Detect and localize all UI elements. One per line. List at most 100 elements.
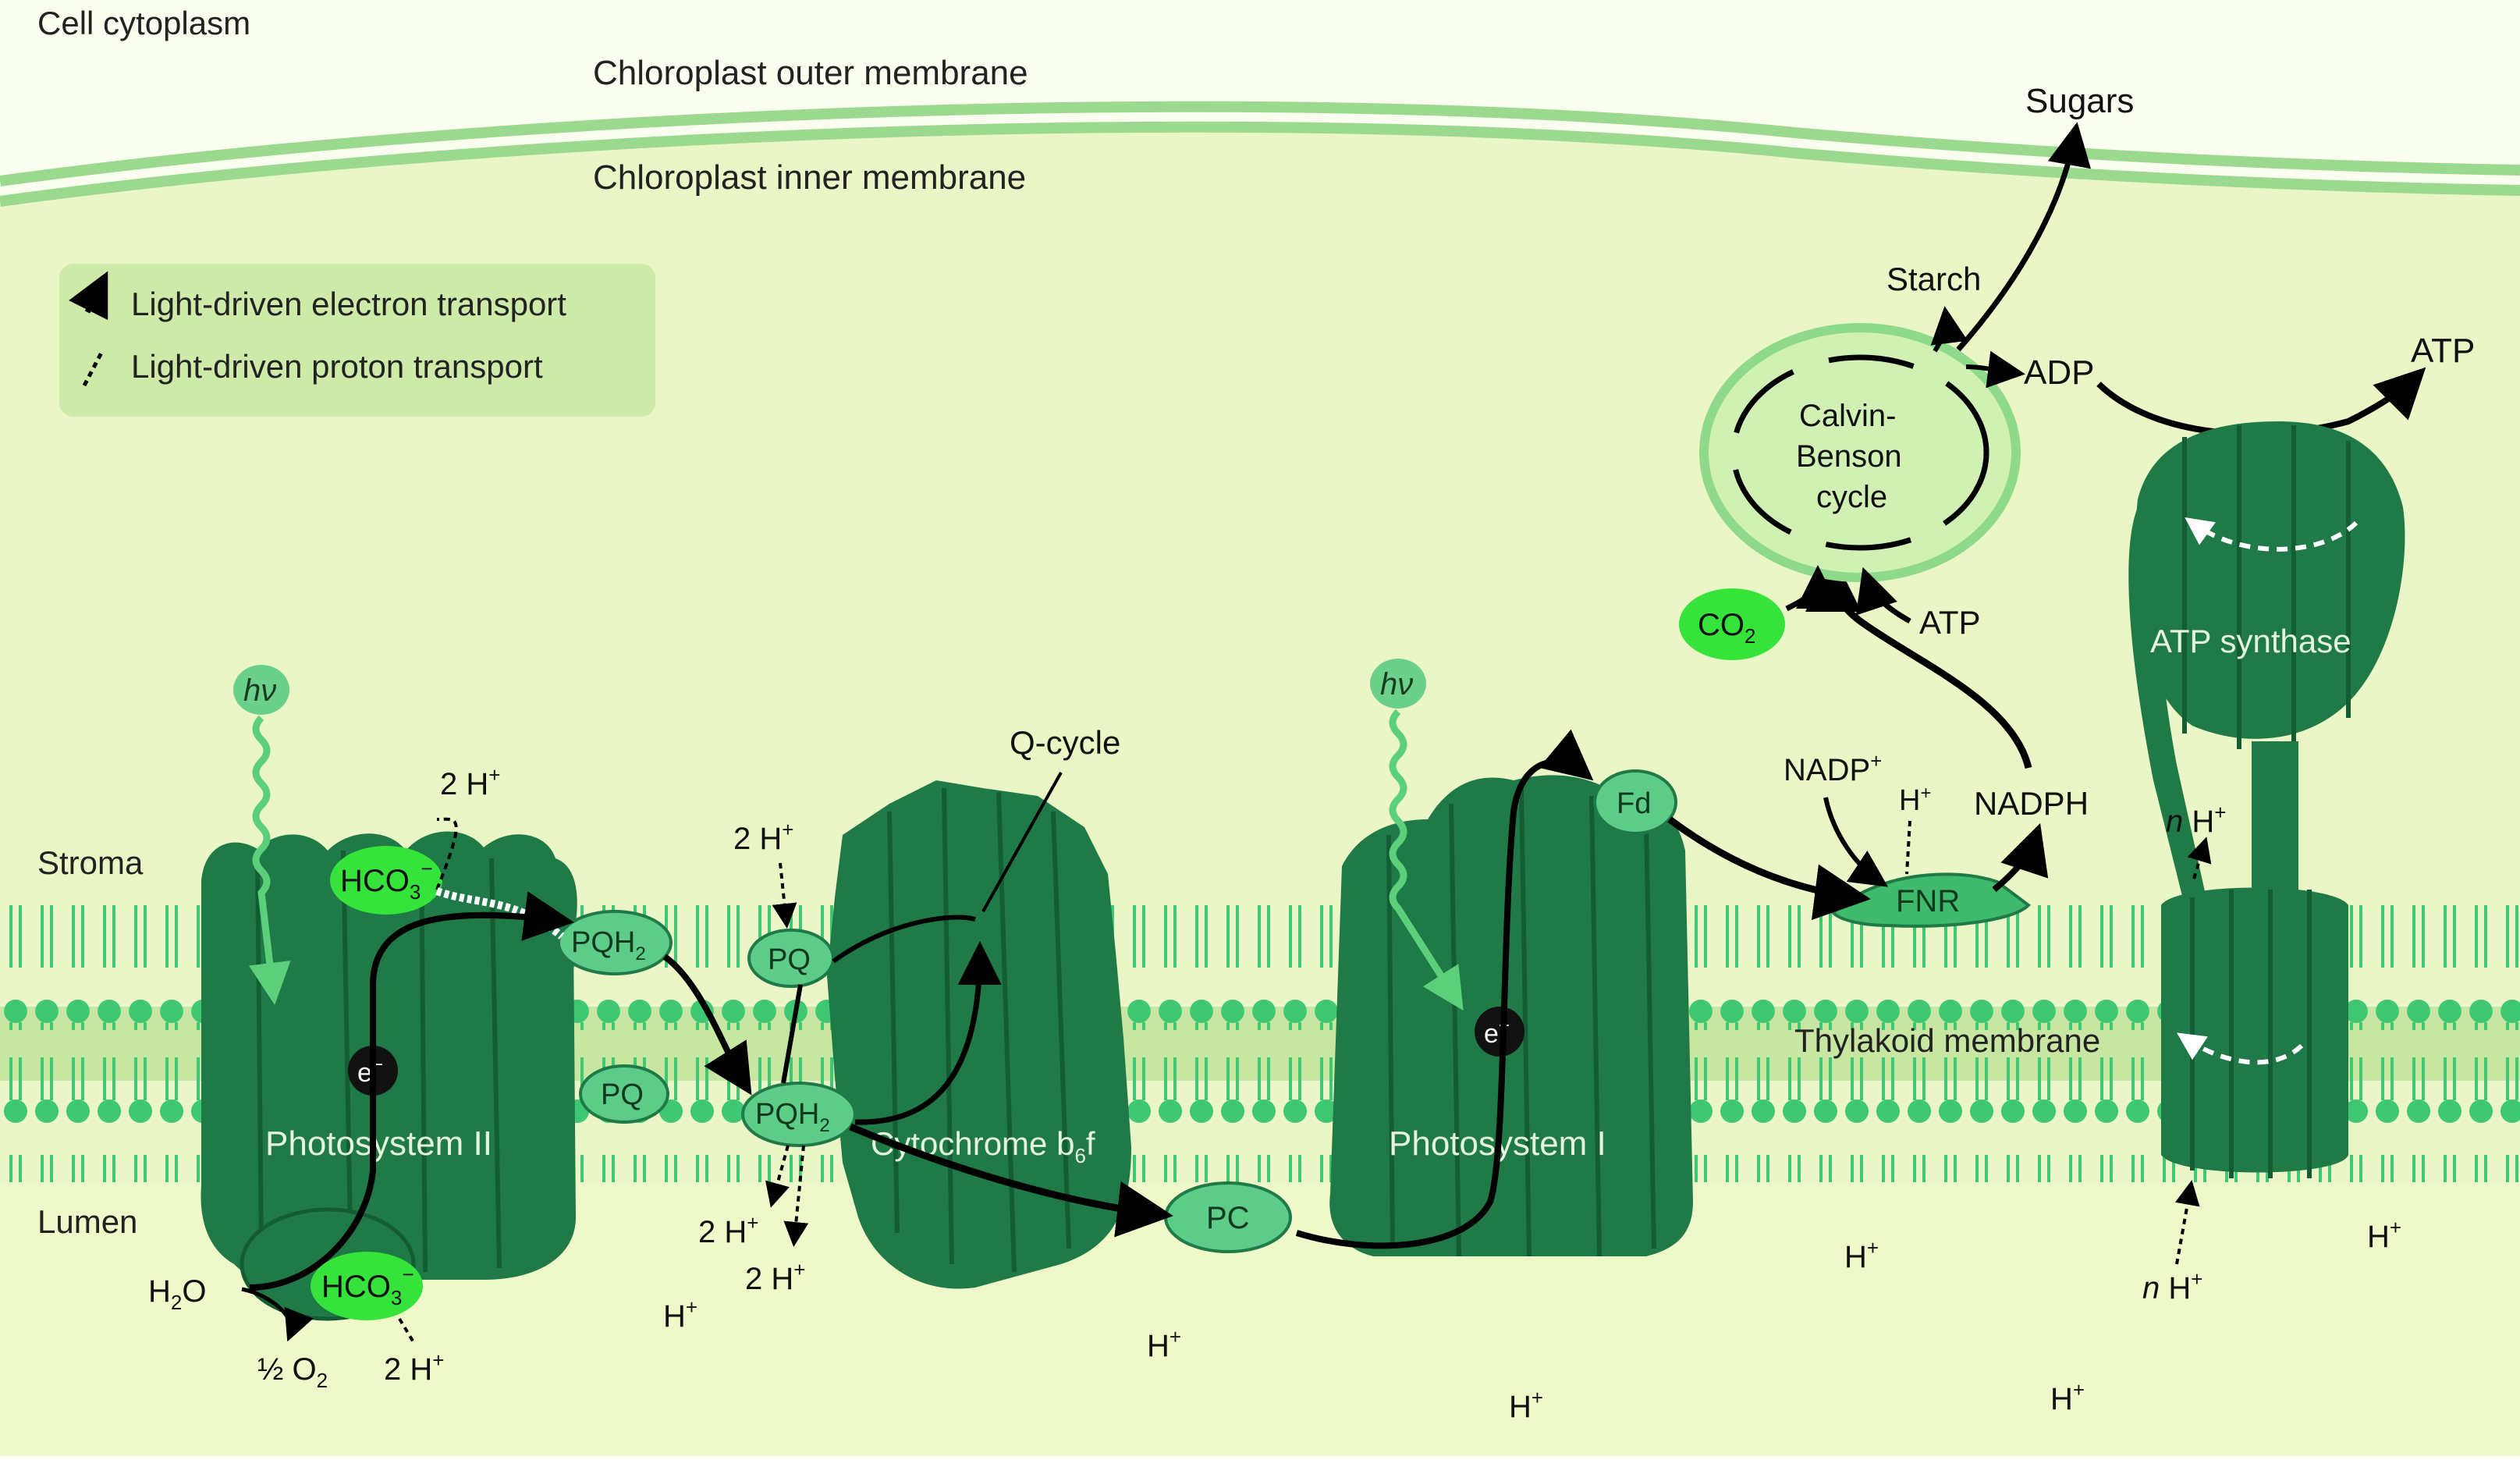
pq-cytb6f-label: PQ	[768, 943, 811, 976]
calvin-inner-ring	[1730, 354, 1989, 551]
proton-arrow-icon	[82, 351, 104, 387]
calvin-to-starch-arrow	[1930, 306, 1968, 353]
water-split-arrow	[241, 1287, 314, 1342]
legend-box	[59, 264, 655, 417]
hco3-lumenal-label: HCO3−	[321, 1263, 414, 1309]
qcycle-loop-arrow	[854, 941, 1002, 1125]
pqh2-ps2	[557, 910, 673, 975]
lumen-proton-2: H+	[1147, 1325, 1181, 1363]
lumen-label: Lumen	[37, 1203, 137, 1240]
cytochrome-b6f: Cytochrome b6f	[827, 780, 1131, 1289]
cytb6f-2h-bottom-right: 2 H+	[745, 1258, 805, 1296]
atp-synthase: ATP synthase	[2128, 421, 2405, 1178]
ps2-label: Photosystem II	[265, 1124, 492, 1163]
atp-synthase-label: ATP synthase	[2150, 623, 2351, 659]
cytb6f-to-pc-arrow	[849, 1123, 1173, 1238]
ferredoxin	[1593, 769, 1677, 835]
outer-membrane-label: Chloroplast outer membrane	[593, 54, 1028, 92]
co2-bubble	[1679, 588, 1785, 660]
calvin-to-sugars-arrow	[1956, 122, 2092, 352]
half-o2-label: ½ O2	[257, 1352, 328, 1392]
lumen-proton-4: H+	[1844, 1236, 1879, 1274]
calvin-benson-cycle: Calvin- Benson cycle	[1699, 323, 2021, 582]
proton-dashed-ps2-top	[435, 817, 458, 890]
adp-label: ADP	[2024, 353, 2094, 392]
ps2-hv-badge	[233, 665, 289, 715]
plastocyanin-label: PC	[1206, 1201, 1250, 1235]
lumen-proton-6: H+	[2367, 1216, 2401, 1254]
legend: Light-driven electron transport Light-dr…	[59, 264, 655, 417]
pqh2-shuttle-arrow	[662, 954, 752, 1096]
fnr-to-nadph-arrow	[1992, 822, 2049, 893]
qcycle-label: Q-cycle	[1010, 724, 1120, 761]
pqh2-ps2-label: PQH2	[571, 926, 646, 964]
co2-label: CO2	[1698, 608, 1755, 648]
lumen-proton-5: H+	[2050, 1378, 2085, 1416]
fnr-label: FNR	[1896, 884, 1960, 918]
ps1-hv-label: hν	[1380, 667, 1413, 702]
fd-to-fnr-arrow	[1667, 816, 1871, 921]
ps1-light: hν	[1370, 659, 1464, 1011]
pq-to-pqh2-line	[781, 984, 803, 1084]
qcycle-return-arrow	[832, 915, 976, 964]
cytb6f-label: Cytochrome b6f	[871, 1125, 1095, 1167]
thylakoid-membrane-label: Thylakoid membrane	[1794, 1022, 2100, 1059]
ps1-light-squiggle	[1389, 709, 1464, 1011]
cytb6f-2h-top: 2 H+	[733, 818, 793, 856]
ps2-hv-label: hν	[243, 673, 276, 708]
hco3-stromal-bubble	[330, 846, 442, 915]
proton-dashed-fnr	[1905, 820, 1911, 875]
inner-membrane	[0, 121, 2520, 207]
pq-cytb6f	[747, 929, 835, 988]
ps2-2h-top: 2 H+	[440, 763, 500, 801]
atp-synthase-rotor	[2161, 887, 2348, 1173]
lumen-proton-1: H+	[663, 1295, 697, 1334]
atp-to-calvin-arrow	[1855, 567, 1911, 624]
h2o-label: H2O	[148, 1274, 206, 1314]
hco3-stromal: HCO3−	[330, 846, 442, 915]
inner-membrane-label: Chloroplast inner membrane	[593, 158, 1026, 197]
ps2-2h-bottom: 2 H+	[384, 1348, 444, 1387]
atp-synthase-central-stalk	[2252, 741, 2298, 897]
calvin-line3: cycle	[1816, 480, 1887, 514]
proton-dashed-ps2-bottom	[398, 1317, 415, 1344]
electron-arrow-icon	[69, 271, 108, 321]
calvin-to-adp-arrow	[1965, 350, 2025, 389]
cytb6f-body	[827, 780, 1131, 1289]
nadph-label: NADPH	[1974, 785, 2089, 822]
legend-electron-label: Light-driven electron transport	[131, 286, 566, 322]
stroma-label: Stroma	[37, 844, 144, 881]
fnr-h-label: H+	[1899, 783, 1931, 817]
sugars-label: Sugars	[2025, 82, 2134, 120]
proton-dashed-atp-top	[2187, 837, 2212, 879]
atp-top-label: ATP	[2411, 332, 2475, 370]
atp-calvin-label: ATP	[1919, 604, 1981, 641]
cytb6f-2h-bottom-left: 2 H+	[698, 1211, 758, 1249]
ferredoxin-label: Fd	[1617, 787, 1651, 820]
atp-synthase-nh-bottom: n H+	[2142, 1267, 2202, 1305]
ps2-light-squiggle	[248, 715, 291, 1005]
hco3-stromal-label: HCO3−	[340, 857, 433, 904]
pqh2-cytb6f	[741, 1082, 857, 1147]
pq-pool	[579, 1064, 669, 1124]
ps1-electron-icon	[1475, 1007, 1524, 1057]
pc-to-ps1-electron-path	[1295, 729, 1594, 1249]
nadp-to-fnr-arrow	[1823, 797, 1888, 887]
pqh2-cytb6f-label: PQH2	[755, 1098, 830, 1136]
calvin-line1: Calvin-	[1799, 399, 1896, 433]
legend-proton-label: Light-driven proton transport	[131, 348, 543, 385]
atp-synthase-nh-top: n H+	[2166, 801, 2226, 839]
starch-label: Starch	[1886, 261, 1981, 297]
calvin-line2: Benson	[1796, 439, 1902, 474]
co2-to-calvin-arrow	[1785, 565, 1840, 612]
atp-synthase-head	[2134, 421, 2405, 739]
ps2-light: hν	[233, 665, 291, 1005]
ps2-electron-path	[249, 891, 574, 1291]
lumen-proton-3: H+	[1509, 1386, 1543, 1424]
outer-membrane	[0, 101, 2520, 186]
hco3-lumenal-bubble	[311, 1252, 423, 1320]
pq-pool-label: PQ	[601, 1078, 644, 1111]
atp-synthase-rotation-head-arrow	[2185, 517, 2359, 552]
